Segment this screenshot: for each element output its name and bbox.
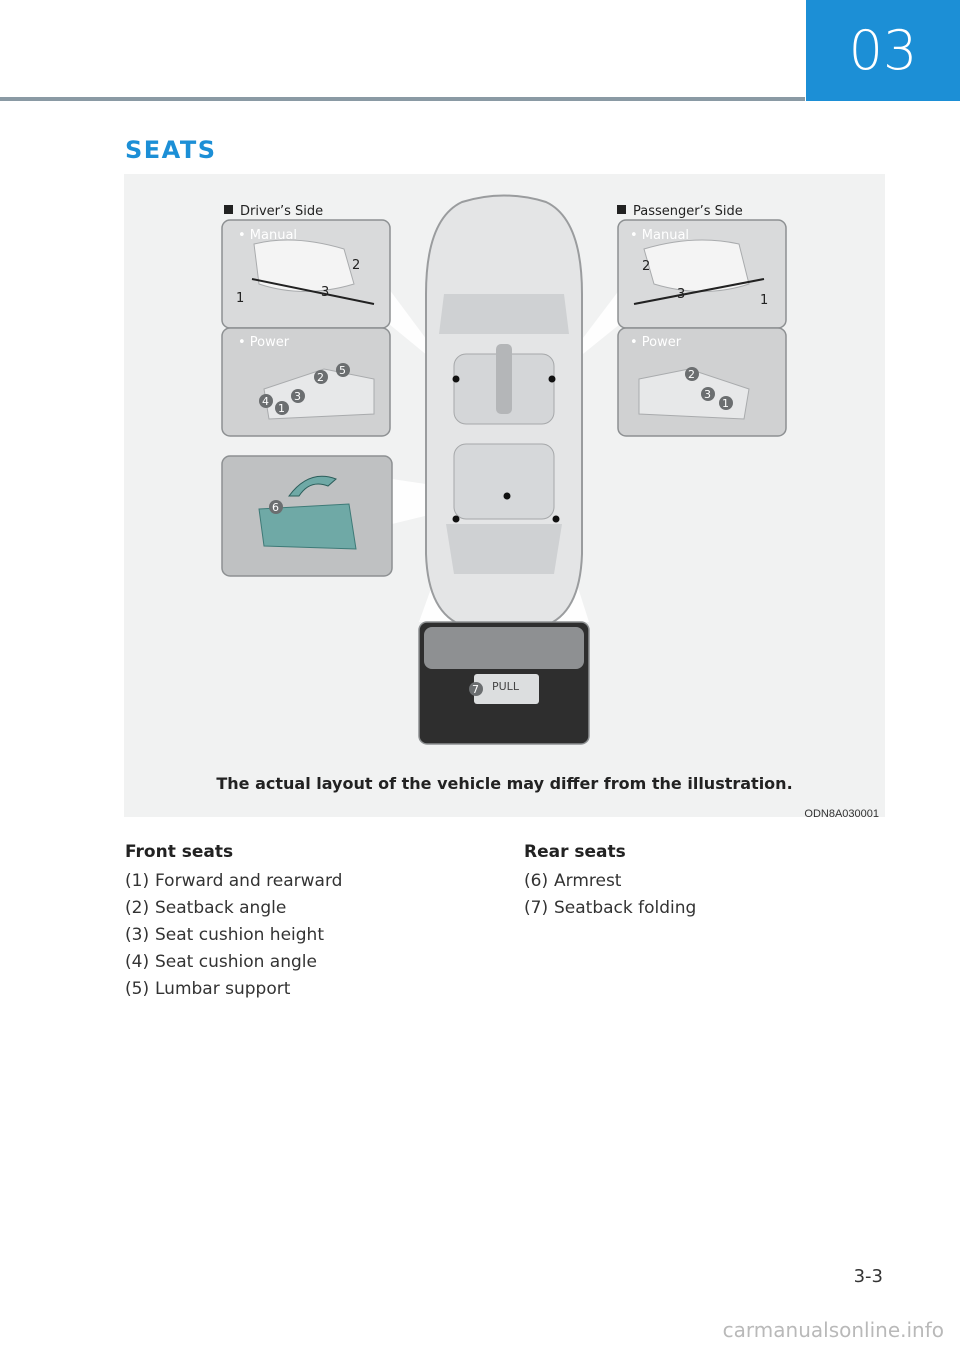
driver-side-bullet	[224, 205, 233, 214]
rear-seats-title: Rear seats	[524, 842, 696, 862]
watermark: carmanualsonline.info	[723, 1318, 944, 1342]
callout-1: 1	[236, 291, 244, 306]
callout-2: 2	[352, 258, 360, 273]
driver-power-panel: • Power 4 1 3 2 5	[222, 328, 390, 436]
list-item: (3)Seat cushion height	[125, 922, 342, 949]
figure-caption: The actual layout of the vehicle may dif…	[124, 774, 885, 793]
callout-2: 2	[688, 368, 695, 381]
callout-3: 3	[704, 388, 711, 401]
list-item: (4)Seat cushion angle	[125, 949, 342, 976]
rear-fold-panel: PULL 7	[419, 622, 589, 744]
callout-4: 4	[262, 395, 269, 408]
rear-seats-list: Rear seats (6)Armrest (7)Seatback foldin…	[524, 842, 696, 922]
seats-figure: Driver’s Side • Manual 2 3 1 • Power 4 1…	[124, 174, 885, 817]
front-seats-list: Front seats (1)Forward and rearward (2)S…	[125, 842, 342, 1003]
passenger-power-label: • Power	[630, 335, 682, 350]
list-item: (1)Forward and rearward	[125, 868, 342, 895]
callout-1: 1	[760, 293, 768, 308]
front-seats-title: Front seats	[125, 842, 342, 862]
callout-5: 5	[339, 364, 346, 377]
callout-3: 3	[677, 287, 685, 302]
passenger-side-bullet	[617, 205, 626, 214]
passenger-side-label: Passenger’s Side	[633, 204, 743, 219]
marker-rear-right	[553, 516, 560, 523]
pull-label: PULL	[492, 680, 520, 693]
callout-1: 1	[722, 397, 729, 410]
callout-2: 2	[642, 259, 650, 274]
driver-manual-panel: • Manual 2 3 1	[222, 220, 390, 328]
driver-manual-label: • Manual	[238, 228, 297, 243]
list-item: (6)Armrest	[524, 868, 696, 895]
callout-3: 3	[321, 285, 329, 300]
driver-side-label: Driver’s Side	[240, 204, 323, 219]
callout-3: 3	[294, 390, 301, 403]
callout-7: 7	[472, 683, 479, 696]
header-rule	[0, 97, 805, 101]
marker-driver	[453, 376, 460, 383]
driver-power-label: • Power	[238, 335, 290, 350]
marker-rear-left	[453, 516, 460, 523]
car-top-view	[426, 196, 582, 627]
seats-illustration: Driver’s Side • Manual 2 3 1 • Power 4 1…	[124, 174, 885, 817]
chapter-tab[interactable]: 03	[806, 0, 960, 101]
callout-2: 2	[317, 371, 324, 384]
callout-1: 1	[278, 402, 285, 415]
passenger-manual-panel: • Manual 2 3 1	[618, 220, 786, 328]
callout-6: 6	[272, 501, 279, 514]
passenger-manual-label: • Manual	[630, 228, 689, 243]
marker-passenger	[549, 376, 556, 383]
section-title: SEATS	[125, 136, 217, 164]
list-item: (5)Lumbar support	[125, 976, 342, 1003]
passenger-power-panel: • Power 2 3 1	[618, 328, 786, 436]
armrest-panel: 6	[222, 456, 392, 576]
marker-armrest	[504, 493, 511, 500]
page-number: 3-3	[854, 1266, 883, 1287]
figure-code: ODN8A030001	[804, 808, 879, 820]
list-item: (7)Seatback folding	[524, 895, 696, 922]
list-item: (2)Seatback angle	[125, 895, 342, 922]
